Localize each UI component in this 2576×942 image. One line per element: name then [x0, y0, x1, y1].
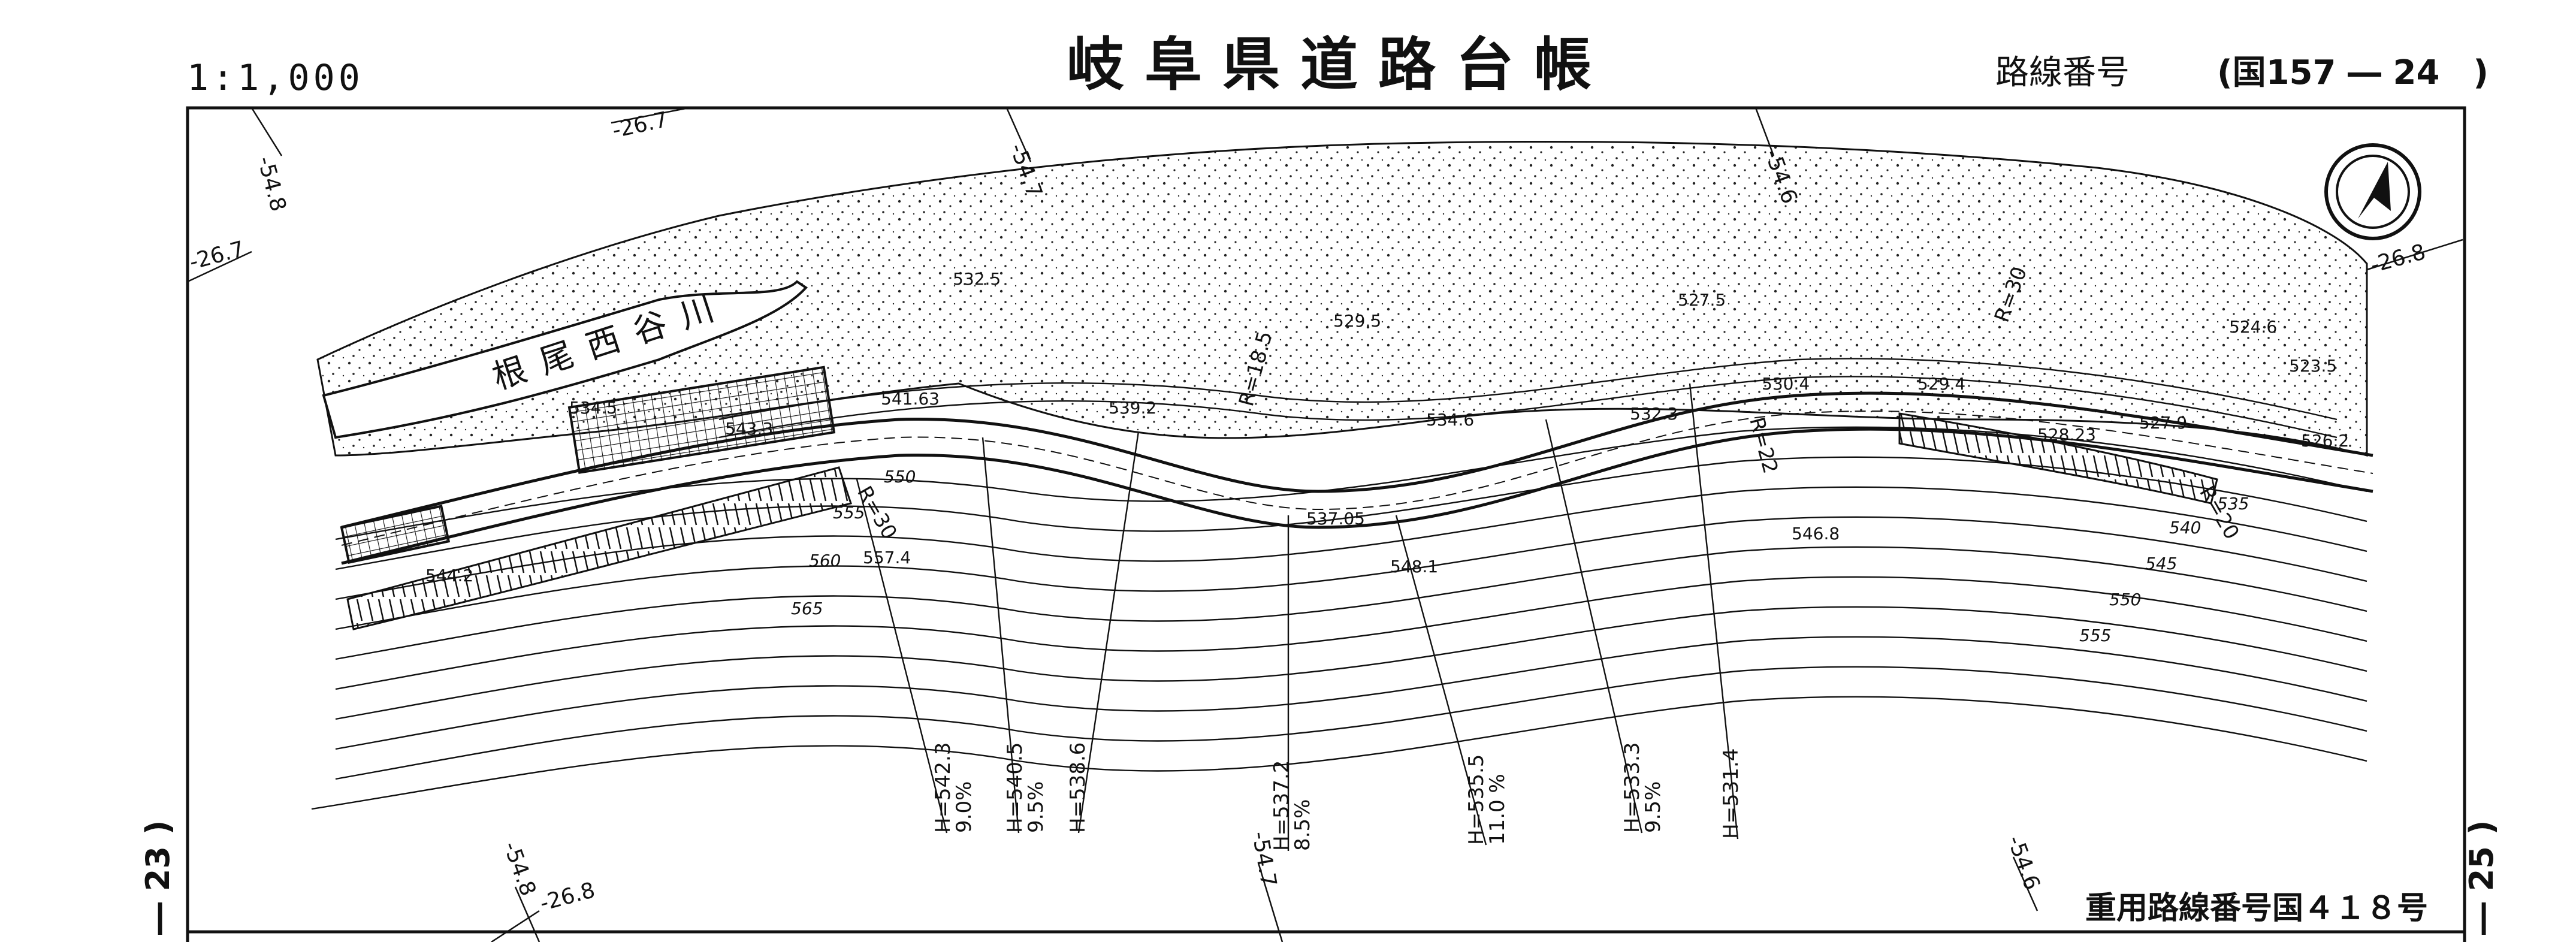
height-label: H=538.6	[1066, 742, 1090, 833]
curve-radius: R=22	[1744, 415, 1782, 476]
coord-label: -26.8	[2368, 240, 2429, 278]
embankment-slope-east	[1898, 412, 2218, 505]
elevation-label: 527.9	[2139, 413, 2187, 433]
elevation-label: 532.3	[1630, 404, 1678, 424]
grid-ticks	[187, 107, 2463, 942]
page-title: 岐阜県道路台帳	[1067, 31, 1612, 98]
grade-label: 11.0 %	[1485, 774, 1509, 845]
height-labels: H=542.3 9.0% H=540.5 9.5% H=538.6 H=537.…	[931, 742, 1743, 851]
elevation-labels: 532.5 529.5 527.5 534.5 543.3 541.63 539…	[425, 269, 2349, 585]
elevation-label: 527.5	[1678, 290, 1726, 310]
coord-label: -26.8	[537, 878, 598, 916]
contour-label: 540	[2169, 518, 2201, 538]
elevation-label: 534.6	[1426, 410, 1474, 430]
contour-label: 550	[884, 467, 916, 487]
grade-label: 9.5%	[1024, 781, 1048, 833]
height-label: H=535.5	[1464, 754, 1488, 845]
elevation-label: 528.23	[2037, 425, 2096, 445]
route-number: (国157 ― 24 )	[2217, 53, 2489, 92]
river-channel	[322, 280, 808, 439]
elevation-label: 534.5	[569, 398, 617, 418]
coord-label: -54.8	[252, 154, 291, 215]
elevation-label: 529.5	[1333, 311, 1381, 331]
retaining-wall	[567, 366, 836, 474]
elevation-label: 529.4	[1917, 374, 1965, 394]
grade-label: 8.5%	[1291, 799, 1315, 851]
duplicate-route-number: 重用路線番号国４１８号	[2085, 890, 2429, 926]
contour-value-labels: 550 555 560 565 540 545 550 555 535	[791, 467, 2249, 645]
elevation-label: 541.63	[881, 389, 940, 409]
height-label: H=537.2	[1270, 760, 1294, 851]
grade-label: 9.5%	[1641, 781, 1665, 833]
elevation-label: 526.2	[2301, 431, 2349, 451]
elevation-label: 544.2	[425, 566, 473, 585]
contour-label: 565	[791, 599, 823, 618]
height-label: H=533.3	[1620, 742, 1644, 833]
contour-label: 555	[833, 503, 865, 523]
elevation-label: 539.2	[1109, 398, 1156, 418]
coord-label: -26.7	[610, 107, 670, 143]
coord-label: -54.6	[2003, 832, 2045, 893]
route-number-label: 路線番号	[1995, 53, 2130, 92]
coord-label: -54.8	[499, 838, 540, 899]
height-label: H=531.4	[1719, 748, 1743, 839]
elevation-label: 523.5	[2289, 356, 2337, 376]
grade-label: 9.0%	[952, 781, 976, 833]
elevation-label: 546.8	[1792, 524, 1840, 544]
height-label: H=540.5	[1003, 742, 1027, 833]
contour-label: 560	[809, 551, 841, 570]
map-frame	[186, 106, 2466, 942]
map-scale: 1:1,000	[187, 57, 364, 99]
height-label: H=542.3	[931, 742, 955, 833]
elevation-label: 537.05	[1306, 509, 1365, 529]
elevation-label: 548.1	[1390, 557, 1438, 576]
retaining-wall-west	[340, 505, 451, 564]
north-arrow-icon	[2324, 143, 2421, 240]
embankment-slope	[346, 466, 852, 630]
contour-label: 555	[2079, 626, 2111, 645]
contour-label: 550	[2109, 590, 2141, 609]
elevation-label: 524.6	[2229, 317, 2277, 337]
elevation-label: 532.5	[953, 269, 1001, 289]
contour-label: 545	[2145, 554, 2177, 573]
height-leaders	[856, 383, 1739, 851]
elevation-label: 543.3	[725, 419, 773, 439]
elevation-label: 530.4	[1762, 374, 1810, 394]
elevation-label: 557.4	[863, 548, 911, 567]
coord-label: -26.7	[187, 237, 247, 275]
contour-label: 535	[2217, 494, 2249, 514]
